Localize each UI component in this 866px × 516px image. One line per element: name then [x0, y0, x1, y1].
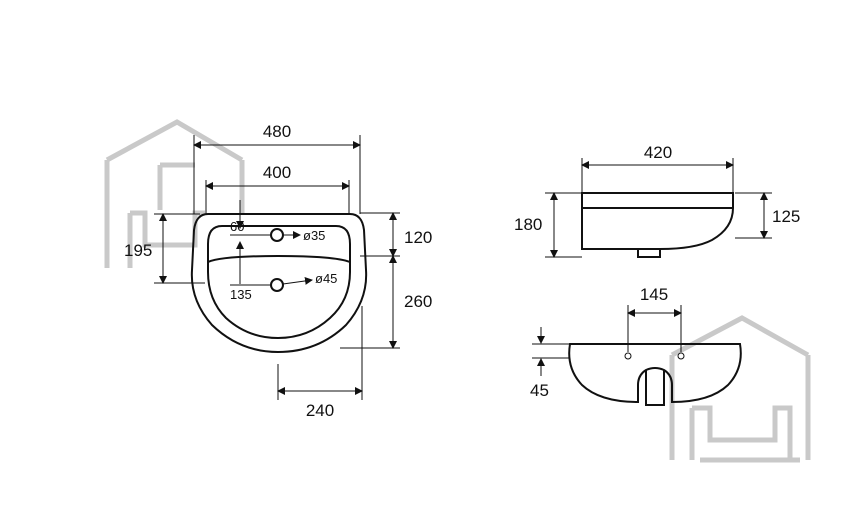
dim-420-label: 420: [644, 143, 672, 162]
dim-420: 420: [581, 143, 734, 192]
dim-145-label: 145: [640, 285, 668, 304]
dim-480-label: 480: [263, 122, 291, 141]
house-sofa-watermark-icon: [669, 315, 811, 463]
dim-45-label: 45: [530, 381, 549, 400]
hole-45-label: ø45: [315, 271, 337, 286]
dim-120-label: 120: [404, 228, 432, 247]
dim-45: 45: [530, 327, 570, 400]
dim-60-135: 60 135: [230, 200, 271, 302]
hole-35-label: ø35: [303, 228, 325, 243]
dim-480: 480: [193, 122, 361, 214]
dim-400: 400: [205, 163, 350, 214]
dim-260-label: 260: [404, 292, 432, 311]
dim-180-label: 180: [514, 215, 542, 234]
dim-195-label: 195: [124, 241, 152, 260]
dim-180: 180: [514, 192, 582, 258]
side-view-basin: [581, 192, 734, 258]
dim-125: 125: [735, 192, 800, 239]
dim-145: 145: [627, 285, 682, 352]
front-view-basin: [568, 343, 742, 406]
dim-400-label: 400: [263, 163, 291, 182]
dim-195: 195: [124, 213, 205, 284]
dim-240-label: 240: [306, 401, 334, 420]
dim-240: 240: [277, 306, 363, 420]
top-view-basin: [190, 213, 368, 354]
dim-60-label: 60: [230, 219, 244, 234]
dim-135-label: 135: [230, 287, 252, 302]
dim-120-260: 120 260: [340, 212, 432, 349]
dim-125-label: 125: [772, 207, 800, 226]
